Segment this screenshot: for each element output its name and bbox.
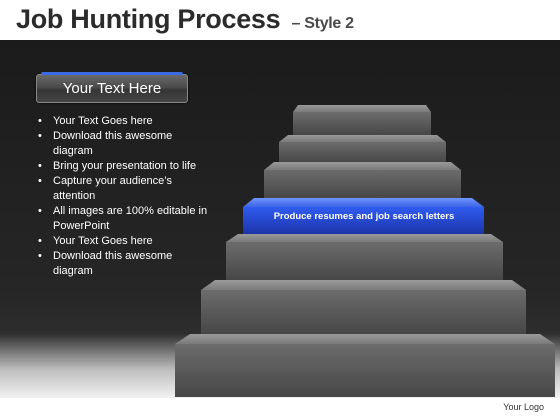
bullet-item: Download this awesome diagram bbox=[38, 249, 208, 279]
stair-step-5 bbox=[226, 234, 503, 280]
heading-box: Your Text Here bbox=[36, 72, 188, 103]
stair-step-6 bbox=[201, 280, 526, 334]
stair-step-1 bbox=[293, 105, 431, 135]
bullet-item: Bring your presentation to life bbox=[38, 159, 208, 174]
stair-step-2 bbox=[279, 135, 446, 162]
bullet-item: Capture your audience’s attention bbox=[38, 174, 208, 204]
highlighted-step-label: Produce resumes and job search letters bbox=[273, 211, 455, 222]
logo-placeholder: Your Logo bbox=[503, 402, 544, 412]
slide-title: Job Hunting Process – Style 2 bbox=[16, 4, 354, 35]
bullet-list: Your Text Goes here Download this awesom… bbox=[38, 114, 208, 279]
bullet-item: All images are 100% editable in PowerPoi… bbox=[38, 204, 208, 234]
stair-step-7 bbox=[175, 334, 555, 397]
bullet-item: Download this awesome diagram bbox=[38, 129, 208, 159]
stair-step-3 bbox=[264, 162, 461, 198]
title-bar: Job Hunting Process – Style 2 bbox=[0, 0, 560, 40]
bullet-item: Your Text Goes here bbox=[38, 234, 208, 249]
slide-subtitle: – Style 2 bbox=[291, 15, 355, 32]
bullet-item: Your Text Goes here bbox=[38, 114, 208, 129]
stair-step-4-highlighted bbox=[243, 198, 484, 234]
heading-box-text: Your Text Here bbox=[62, 80, 162, 97]
title-text: Job Hunting Process bbox=[16, 4, 281, 34]
